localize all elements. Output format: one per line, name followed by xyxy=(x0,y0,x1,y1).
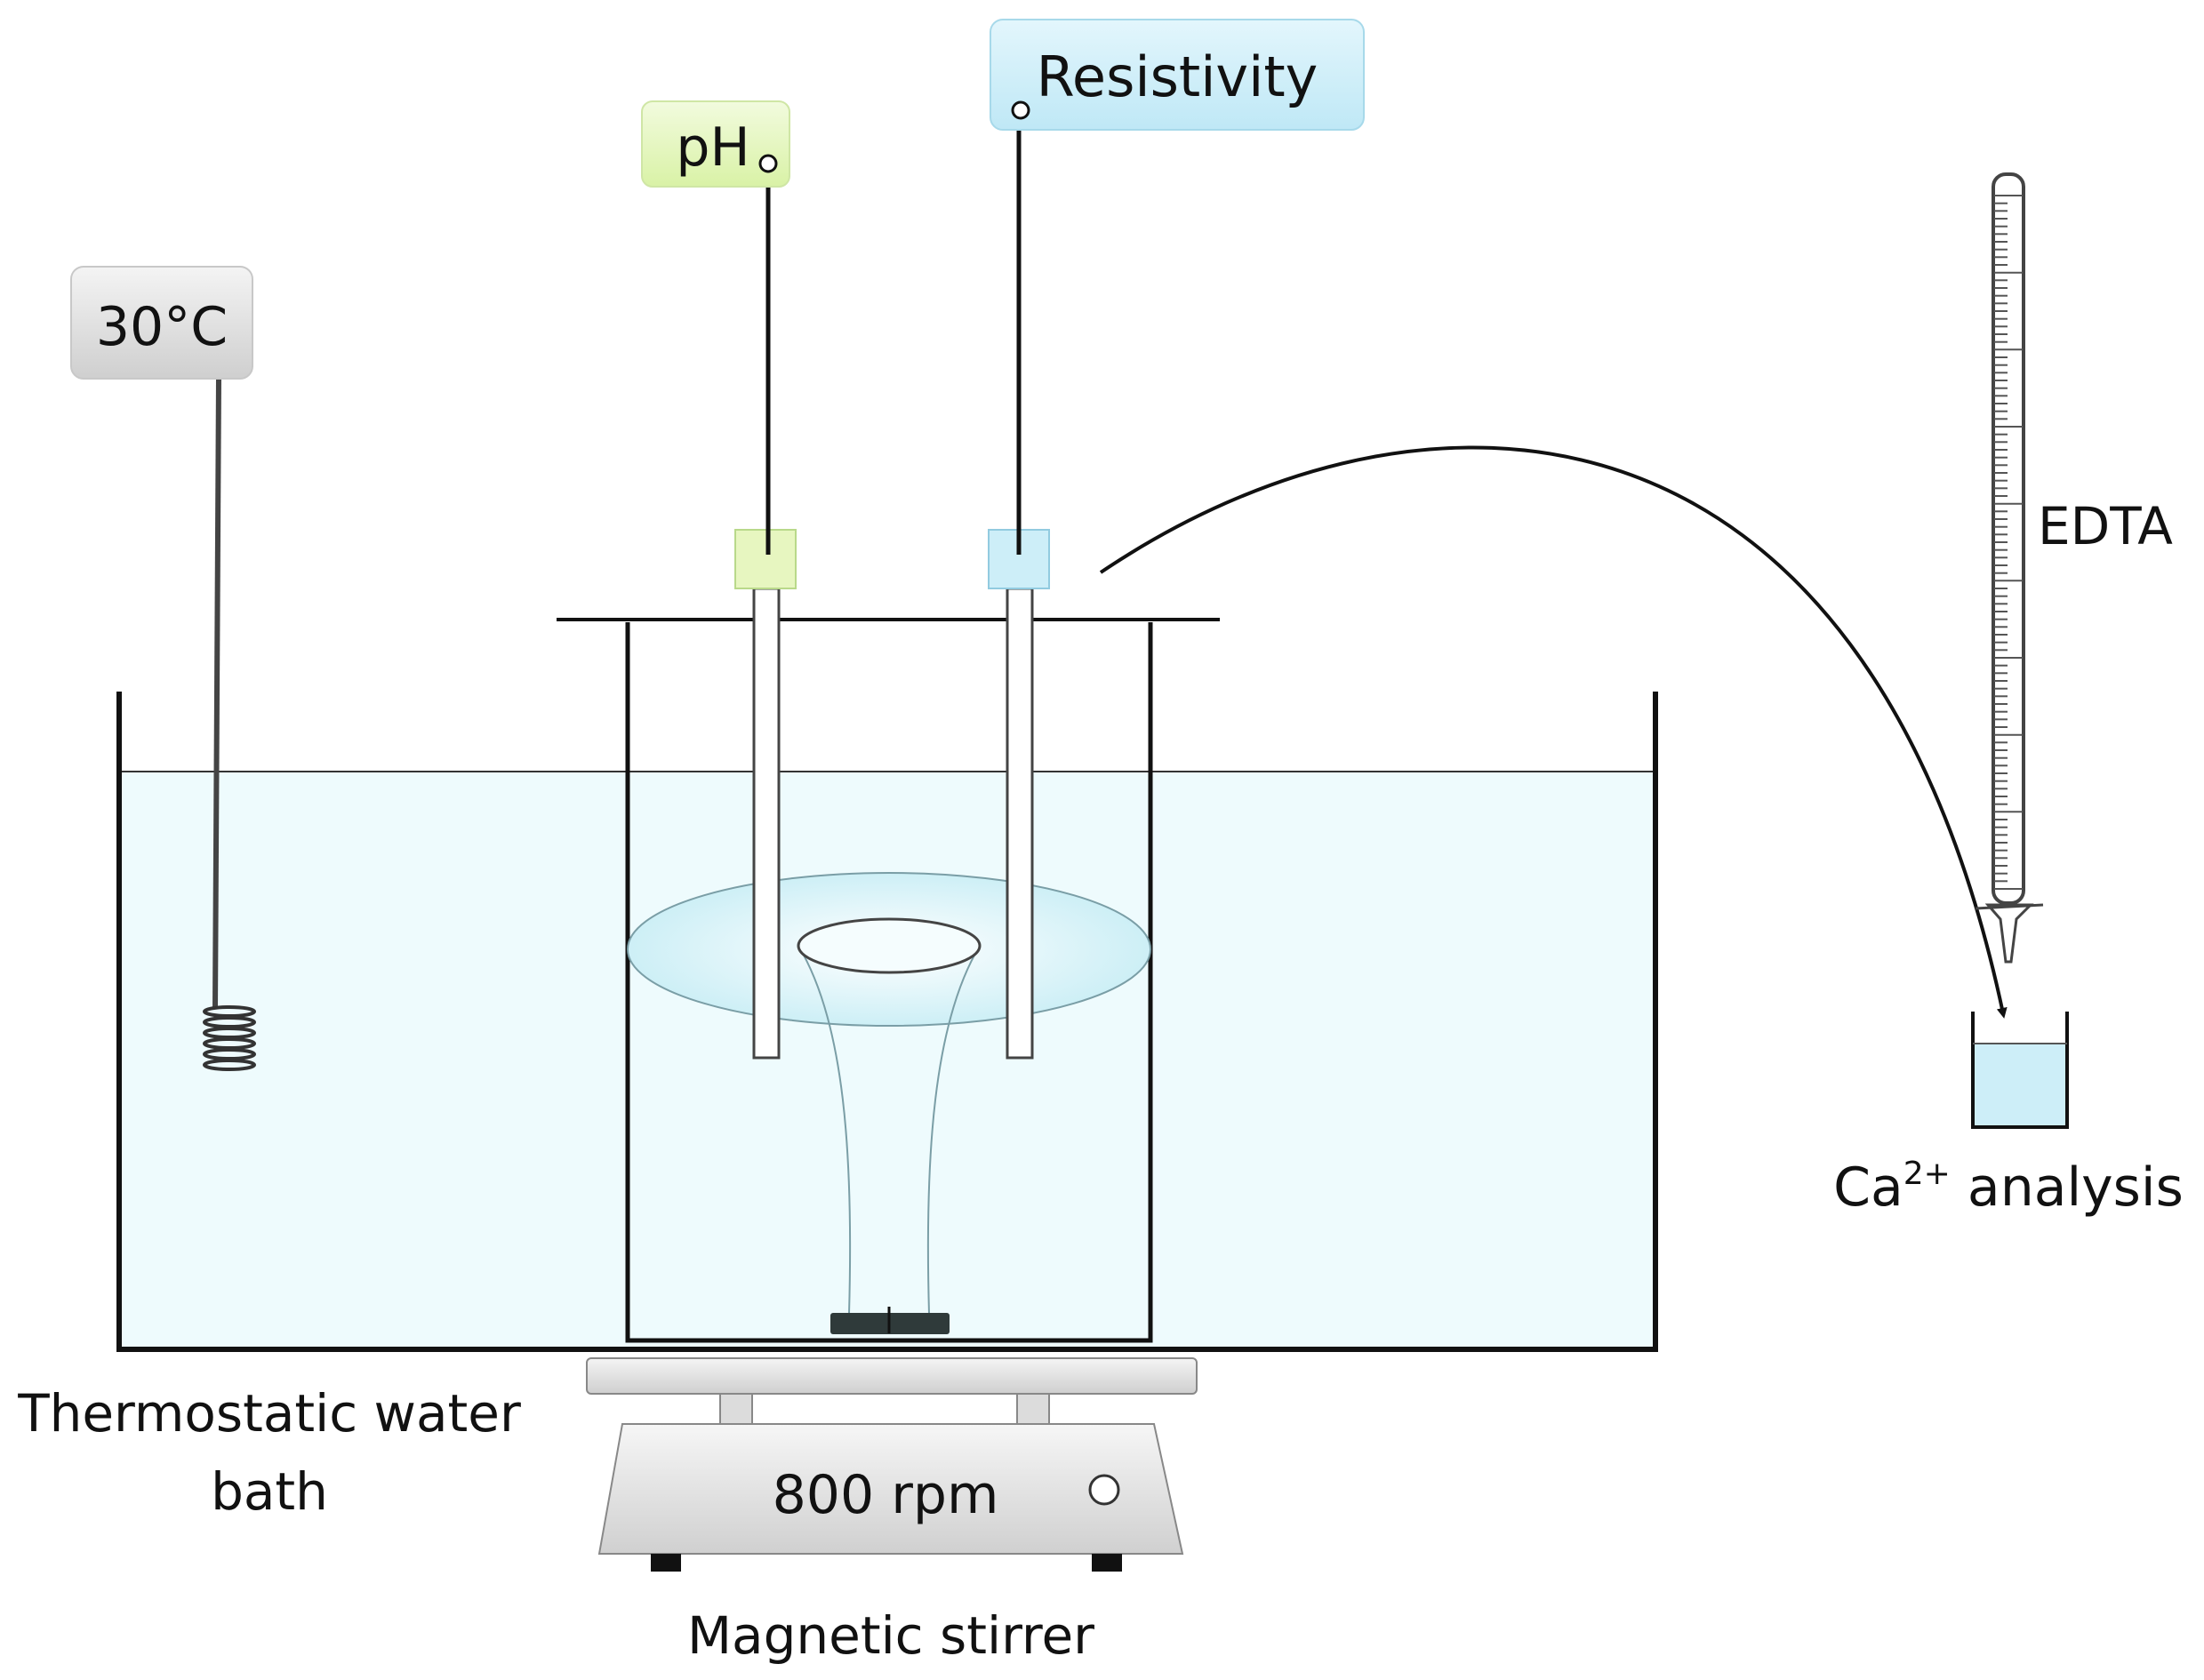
vortex-funnel xyxy=(797,945,981,1315)
cup-liquid xyxy=(1973,1044,2067,1127)
resistivity-probe-tube xyxy=(1006,587,1034,1060)
edta-burette: EDTA xyxy=(1975,172,2173,964)
stirrer-foot-left xyxy=(651,1554,681,1572)
bath-walls xyxy=(116,692,1658,1352)
magnetic-stirrer: 800 rpm xyxy=(586,1357,1198,1572)
resistivity-connector-icon xyxy=(1011,100,1030,120)
ca-prefix: Ca xyxy=(1833,1156,1903,1219)
stirrer-plate xyxy=(586,1357,1198,1395)
water-bath xyxy=(116,692,1658,1352)
stirrer-post-left xyxy=(719,1393,753,1427)
ph-label: pH xyxy=(676,116,749,179)
vortex-top xyxy=(797,917,982,974)
resistivity-probe: Resistivity xyxy=(988,19,1365,1060)
bath-water xyxy=(119,772,1655,1348)
stirrer-knob-icon xyxy=(1088,1474,1120,1506)
rpm-label: 800 rpm xyxy=(773,1464,999,1526)
stirrer-foot-right xyxy=(1092,1554,1122,1572)
ph-connector-icon xyxy=(758,154,778,173)
ca-suffix: analysis xyxy=(1951,1156,2184,1219)
bath-caption-line1: Thermostatic water xyxy=(17,1383,521,1444)
stirrer-post-right xyxy=(1016,1393,1050,1427)
beaker-walls xyxy=(625,622,1153,1343)
burette-stopcock xyxy=(1984,903,2034,964)
ph-tag xyxy=(641,100,790,188)
ca-analysis-cup: Ca2+ analysis xyxy=(1833,1012,2184,1219)
ph-probe: pH xyxy=(641,100,797,1060)
ca-analysis-label: Ca2+ analysis xyxy=(1833,1156,2184,1219)
resistivity-tag xyxy=(990,19,1365,131)
cup-walls xyxy=(1971,1012,2069,1129)
bath-caption-line2: bath xyxy=(211,1461,328,1522)
heater-coil-icon xyxy=(203,1005,256,1071)
ca-superscript: 2+ xyxy=(1903,1156,1951,1192)
temperature-tag xyxy=(70,266,253,380)
heater-wire xyxy=(212,377,221,1010)
stirrer-caption: Magnetic stirrer xyxy=(687,1605,1094,1666)
burette-graduations xyxy=(1994,195,2023,890)
burette-tube xyxy=(1992,172,2025,905)
resistivity-label: Resistivity xyxy=(1037,44,1318,109)
temperature-label: 30°C xyxy=(96,296,228,358)
heater: 30°C xyxy=(70,266,256,1071)
edta-label: EDTA xyxy=(2038,496,2173,556)
ph-probe-cap xyxy=(734,529,797,589)
burette-tap-handle xyxy=(1975,903,2044,910)
ph-probe-tube xyxy=(752,587,781,1060)
stirrer-body xyxy=(597,1423,1184,1555)
sampling-arrow xyxy=(1099,445,2008,1019)
